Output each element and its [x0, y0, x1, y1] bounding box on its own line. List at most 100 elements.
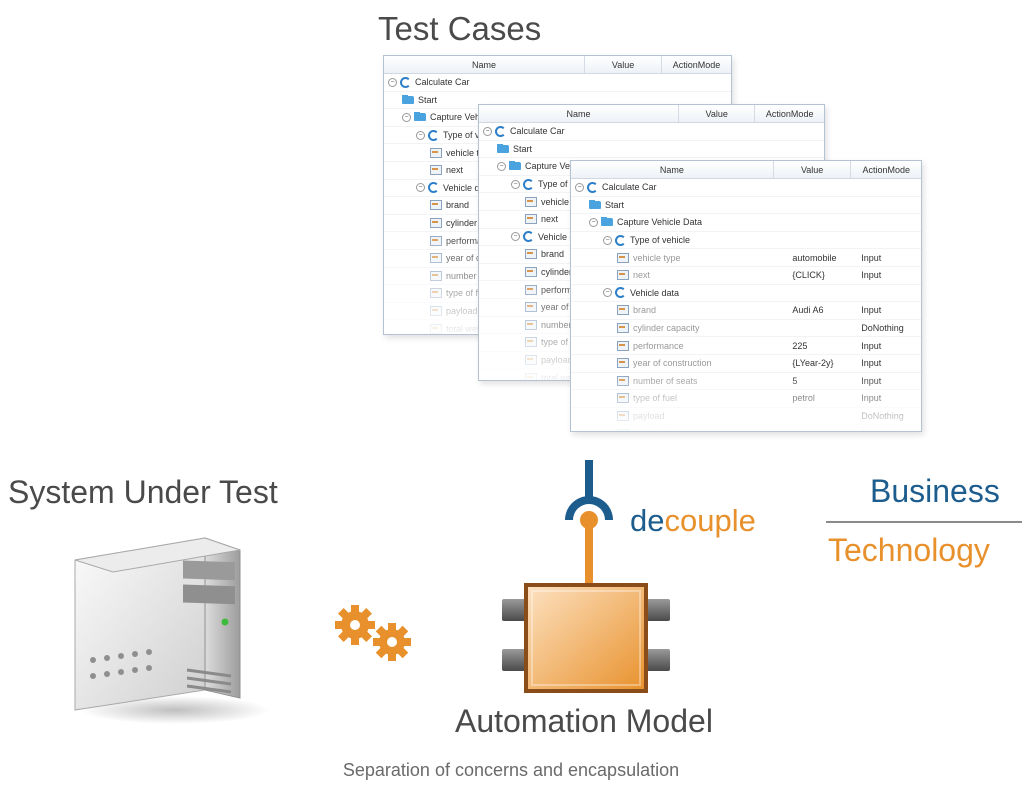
- row-label: brand: [541, 249, 565, 260]
- row-name-cell: − Calculate Car: [384, 76, 584, 88]
- row-name-cell: total weight: [571, 428, 790, 431]
- row-name-cell: next: [571, 270, 790, 281]
- row-label: brand: [633, 305, 657, 316]
- expand-toggle-icon[interactable]: −: [416, 183, 425, 193]
- field-icon: [525, 284, 537, 295]
- row-value-cell[interactable]: 5: [792, 375, 798, 386]
- expand-toggle-icon[interactable]: −: [589, 217, 598, 227]
- row-name-cell: vehicle type: [571, 252, 790, 263]
- row-label: payload: [541, 355, 573, 366]
- row-label: number of seats: [633, 375, 698, 386]
- row-actionmode-cell[interactable]: DoNothing: [861, 411, 904, 422]
- table-row[interactable]: − Calculate Car: [384, 74, 731, 92]
- row-value-cell[interactable]: {LYear-2y}: [792, 358, 834, 369]
- expand-toggle-icon[interactable]: −: [511, 232, 520, 242]
- column-value: Value: [585, 56, 662, 73]
- expand-toggle-icon[interactable]: −: [483, 126, 492, 136]
- table-row[interactable]: vehicle type automobile Input: [571, 249, 921, 267]
- row-actionmode-cell[interactable]: Input: [861, 305, 882, 316]
- row-label: vehicle type: [541, 196, 589, 207]
- table-row[interactable]: −Capture Vehicle Data: [571, 214, 921, 232]
- automation-model-chip-icon: [502, 583, 670, 693]
- table-row[interactable]: year of construction {LYear-2y} Input: [571, 355, 921, 373]
- row-value-cell[interactable]: petrol: [792, 393, 815, 404]
- row-name-cell: −Capture Vehicle Data: [571, 217, 779, 227]
- table-row[interactable]: brand Audi A6 Input: [571, 302, 921, 320]
- table-row[interactable]: −Type of vehicle: [571, 232, 921, 250]
- row-value-cell[interactable]: {CLICK}: [792, 270, 825, 281]
- table-row[interactable]: Start: [479, 141, 824, 159]
- table-row[interactable]: number of seats 5 Input: [571, 373, 921, 391]
- table-row[interactable]: total weight DoNothing: [571, 425, 921, 431]
- row-actionmode-cell[interactable]: Input: [861, 358, 882, 369]
- field-icon: [430, 147, 442, 158]
- row-actionmode-cell[interactable]: DoNothing: [861, 323, 904, 334]
- expand-toggle-icon[interactable]: −: [511, 179, 520, 189]
- table-row[interactable]: −Calculate Car: [571, 179, 921, 197]
- decouple-prefix: de: [630, 503, 665, 538]
- row-actionmode-cell[interactable]: DoNothing: [858, 429, 921, 431]
- row-name-cell: number of seats: [571, 375, 790, 386]
- refresh-icon: [400, 76, 411, 88]
- table-row[interactable]: −Calculate Car: [479, 123, 824, 141]
- expand-toggle-icon[interactable]: −: [575, 182, 584, 192]
- gears-icon: [335, 605, 411, 661]
- row-value-cell[interactable]: Audi A6: [792, 305, 824, 316]
- refresh-icon: [428, 129, 439, 141]
- row-name-cell: payload: [571, 411, 790, 422]
- field-icon: [617, 393, 629, 404]
- column-actionmode: ActionMode: [765, 108, 814, 119]
- table-row[interactable]: Start: [571, 197, 921, 215]
- folder-icon: [402, 94, 414, 104]
- field-icon: [525, 196, 537, 207]
- expand-toggle-icon[interactable]: −: [416, 130, 425, 140]
- row-name-cell: year of construction: [571, 358, 790, 369]
- table-row[interactable]: −Vehicle data: [571, 285, 921, 303]
- field-icon: [430, 288, 442, 299]
- row-label: Type of vehicle: [443, 130, 504, 141]
- row-actionmode-cell[interactable]: Input: [861, 340, 882, 351]
- table-header: Name Value ActionMode: [384, 56, 731, 74]
- row-name-cell: brand: [479, 249, 696, 260]
- row-label: vehicle type: [633, 252, 681, 263]
- server-icon: [74, 537, 270, 724]
- row-name-cell: −Vehicle data: [571, 287, 785, 299]
- row-value-cell[interactable]: 225: [792, 340, 808, 351]
- field-icon: [617, 411, 629, 422]
- row-label: Start: [418, 94, 438, 105]
- row-label: Calculate Car: [415, 77, 470, 88]
- decouple-suffix: couple: [664, 503, 756, 538]
- field-icon: [617, 305, 629, 316]
- row-actionmode-cell[interactable]: Input: [861, 393, 882, 404]
- row-label: Start: [605, 199, 625, 210]
- field-icon: [525, 337, 537, 348]
- row-label: Start: [513, 143, 533, 154]
- table-row[interactable]: payload DoNothing: [571, 408, 921, 426]
- row-label: Vehicle data: [443, 182, 493, 193]
- table-row[interactable]: type of fuel petrol Input: [571, 390, 921, 408]
- row-name-cell: −Vehicle data: [479, 231, 690, 243]
- expand-toggle-icon[interactable]: −: [388, 77, 397, 87]
- row-actionmode-cell[interactable]: Input: [861, 270, 882, 281]
- refresh-icon: [587, 181, 598, 193]
- table-row[interactable]: next{CLICK} Input: [571, 267, 921, 285]
- row-actionmode-cell[interactable]: Input: [861, 252, 882, 263]
- expand-toggle-icon[interactable]: −: [603, 235, 612, 245]
- row-name-cell: − Vehicle data: [384, 182, 596, 194]
- expand-toggle-icon[interactable]: −: [603, 288, 612, 298]
- field-icon: [525, 249, 537, 260]
- expand-toggle-icon[interactable]: −: [402, 112, 411, 122]
- field-icon: [430, 165, 442, 176]
- row-name-cell: Start: [384, 94, 590, 105]
- row-value-cell[interactable]: automobile: [792, 252, 837, 263]
- row-actionmode-cell[interactable]: Input: [861, 375, 882, 386]
- row-label: type of fuel: [633, 393, 678, 404]
- field-icon: [430, 306, 442, 317]
- row-label: year of construction: [633, 358, 712, 369]
- field-icon: [525, 355, 537, 366]
- expand-toggle-icon[interactable]: −: [497, 161, 506, 171]
